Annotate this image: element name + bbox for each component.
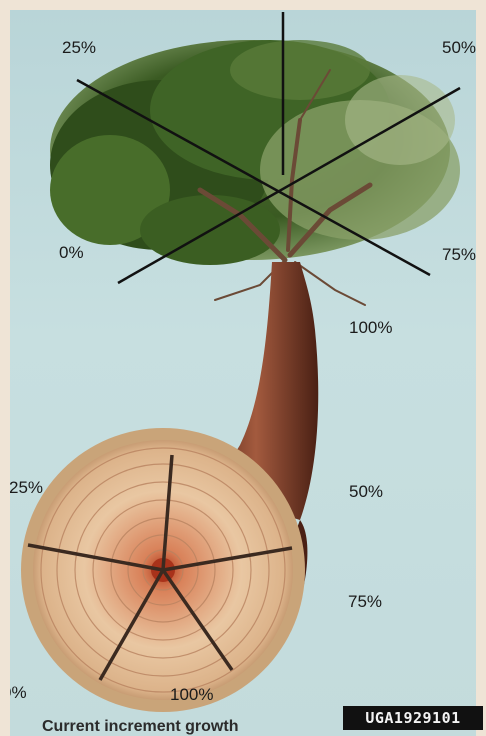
crown-label-25: 25%	[62, 38, 96, 58]
tree-illustration	[10, 10, 476, 736]
crown-label-0: 0%	[59, 243, 84, 263]
image-id-watermark: UGA1929101	[343, 706, 483, 730]
stump-label-100: 100%	[170, 685, 213, 705]
crown-label-50: 50%	[442, 38, 476, 58]
crown-label-100: 100%	[349, 318, 392, 338]
crown-label-75: 75%	[442, 245, 476, 265]
stump-label-50: 50%	[349, 482, 383, 502]
stump-cross-section	[21, 428, 305, 712]
stump-label-75: 75%	[348, 592, 382, 612]
illustration-panel: 25% 50% 0% 75% 100% 25% 50% 75% 0% 100% …	[10, 10, 476, 736]
stump-label-0: 0%	[10, 683, 27, 703]
figure-caption: Current increment growth	[42, 718, 238, 736]
stump-label-25: 25%	[10, 478, 43, 498]
